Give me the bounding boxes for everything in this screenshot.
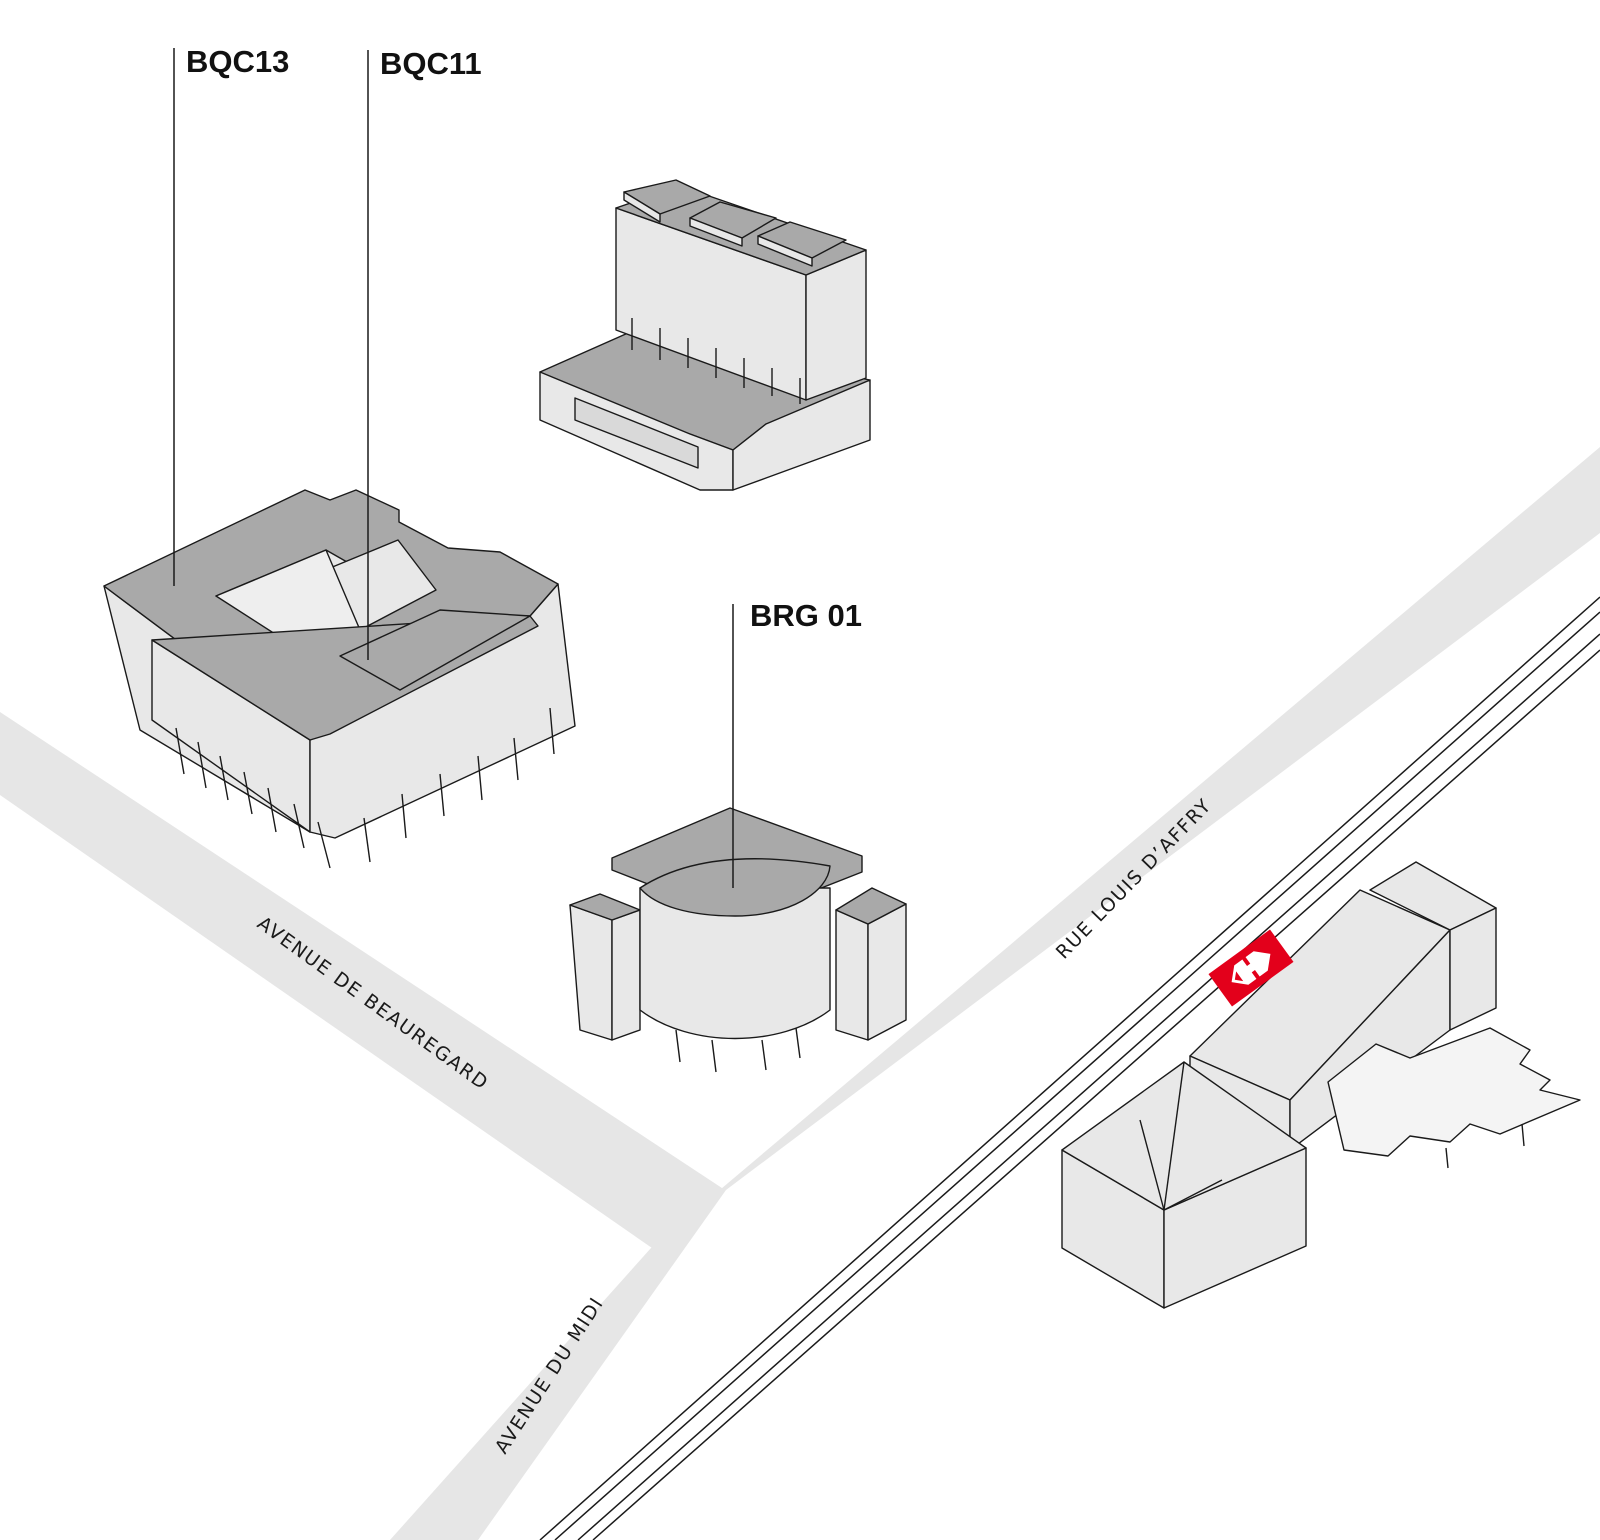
building-bqc-upper-step: [339, 609, 531, 691]
building-north-tower-right: [805, 249, 867, 401]
station-east-pavilion-front: [1449, 907, 1497, 1031]
street-label-rue-louis-daffry: RUE LOUIS D’AFFRY: [1052, 794, 1216, 963]
road-rue-louis-daffry: [390, 447, 1600, 1540]
building-brg01-right-wing-front: [835, 909, 869, 1041]
building-brg01-right-wing-side: [867, 903, 907, 1041]
station-roof-ridges: [1163, 1061, 1185, 1211]
leader-lines: [173, 48, 734, 888]
railway-tracks: [539, 596, 1600, 1540]
building-north-roof-box-side: [757, 235, 813, 267]
roads: [0, 447, 1600, 1540]
rail-line: [554, 611, 1600, 1540]
label-brg01: BRG 01: [750, 598, 862, 633]
building-brg01-left-wing-front: [569, 904, 613, 1041]
road-avenue-du-midi: [395, 1190, 726, 1540]
street-label-avenue-de-beauregard: AVENUE DE BEAUREGARD: [253, 912, 493, 1095]
building-brg01-rotunda-roof: [639, 858, 831, 917]
building-north-columns: [631, 318, 801, 404]
label-bqc13: BQC13: [186, 44, 289, 79]
road-avenue-de-beauregard: [0, 712, 725, 1248]
building-brg01-left-wing-side: [611, 909, 641, 1041]
building-north-podium-right: [732, 379, 871, 491]
station-annex-outline: [1327, 1027, 1581, 1157]
building-brg01-rotunda-wall: [639, 887, 831, 1040]
station-roof-ridges: [1139, 1119, 1223, 1211]
building-bqc-complex: [103, 489, 576, 869]
building-north-podium-opening: [574, 397, 699, 469]
rail-line: [577, 633, 1600, 1540]
building-brg01-columns: [675, 1027, 801, 1073]
building-brg01-right-wing-roof: [835, 887, 907, 925]
rail-line: [539, 596, 1600, 1540]
sbb-station-icon: [1208, 929, 1294, 1007]
building-north: [539, 179, 871, 491]
building-brg01: [569, 807, 907, 1073]
building-bqc-columns: [175, 707, 555, 869]
label-bqc11: BQC11: [380, 46, 482, 81]
station-west-pavilion-roof: [1061, 1061, 1307, 1211]
station-annex-columns: [1445, 1123, 1525, 1169]
rail-line: [592, 649, 1600, 1540]
building-station: [1061, 861, 1581, 1309]
building-north-roof-box-side: [623, 191, 661, 223]
building-north-roof-box-side: [689, 217, 743, 247]
